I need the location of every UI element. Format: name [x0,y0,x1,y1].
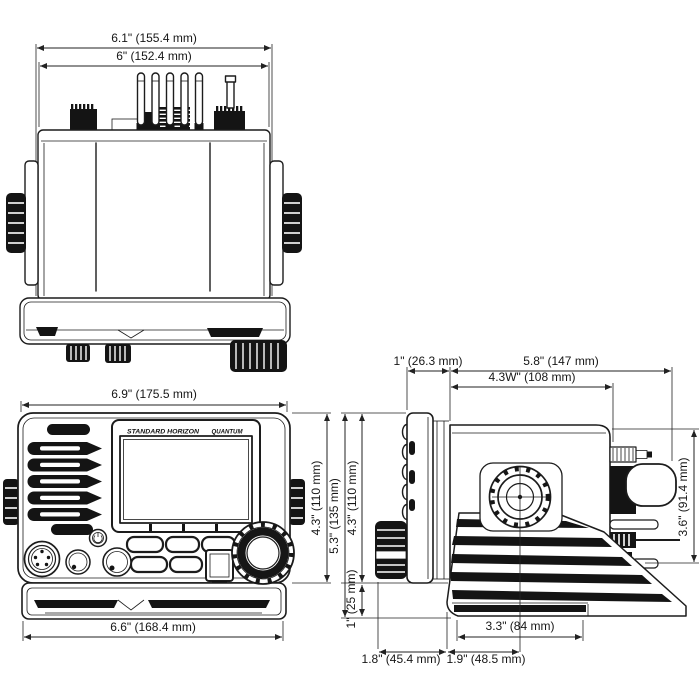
channel-knob [231,521,295,585]
display-assembly: STANDARD HORIZON QUANTUM [111,419,261,533]
volume-knob [65,549,91,575]
dim-front-bracket-width: 6.6" (168.4 mm) [110,620,196,634]
dim-side-body-depth: 5.8" (147 mm) [523,354,599,368]
dim-side-panel-height: 4.3" (110 mm) [345,461,359,536]
rear-connector-block-right [214,75,245,130]
bracket-arm-left [24,160,39,286]
power-button [88,528,108,548]
dim-top-overall-width: 6.1" (155.4 mm) [111,31,197,45]
dim-side-front-depth: 1" (26.3 mm) [394,354,463,368]
dim-side-overall-height: 5.3" (135 mm) [327,478,341,554]
antenna-connector [609,446,637,463]
side-view-right-dimension: 3.6" (91.4 mm) [612,428,699,564]
mount-knob-right-top [282,193,302,253]
front-view-dimensions: 6.9" (175.5 mm) 4.3" (110 mm) [20,387,331,584]
squelch-knob [102,547,132,577]
front-view-bottom-dimension: 6.6" (168.4 mm) [22,620,284,641]
front-view: 6.9" (175.5 mm) 4.3" (110 mm) [3,387,331,641]
dim-side-base-length: 3.3" (84 mm) [486,619,555,633]
mounting-cradle-front [21,582,287,620]
distress-button [205,549,234,586]
dim-side-body-to-pivot: 1.9" (48.5 mm) [447,652,526,666]
side-view-bottom-dimensions: 3.3" (84 mm) 1.8" (45.4 mm) 1.9" (48.5 m… [362,467,584,666]
cable-pigtails [136,72,204,130]
model-logo-text: QUANTUM [212,430,244,436]
dim-front-height: 4.3" (110 mm) [309,461,323,536]
brand-logo-text: STANDARD HORIZON [127,430,200,436]
speaker-grille [27,424,103,535]
mount-knob-right-front [289,479,305,525]
side-view-left-dimensions: 5.3" (135 mm) 4.3" (110 mm) 1" (25 mm) [327,412,451,629]
rear-rod [609,519,659,530]
side-view: 1" (26.3 mm) 5.8" (147 mm) 4.3W" (108 mm… [327,354,699,666]
softkey-row-top [125,535,237,554]
front-panel-side [401,412,434,584]
bracket-arm-right [269,160,284,286]
chassis-outline-top [37,129,271,301]
pivot-knob [479,462,563,532]
mic-connector [23,540,61,578]
accessory-port [111,118,139,131]
dim-side-base-height: 1" (25 mm) [344,570,358,629]
power-icon [93,535,103,544]
mount-knob-side [375,521,407,579]
softkey-row-bottom [129,555,204,574]
dim-top-body-width: 6" (152.4 mm) [116,49,192,63]
side-view-top-dimensions: 1" (26.3 mm) 5.8" (147 mm) 4.3W" (108 mm… [394,354,673,461]
mount-knob-left-top [6,193,26,253]
mount-knob-left-front [3,479,19,525]
dim-side-rear-height: 3.6" (91.4 mm) [676,458,690,537]
antenna-stub [226,80,235,109]
hanger-bracket [625,463,677,507]
front-bezel-top [19,297,291,345]
lcd-screen [119,435,253,524]
dim-side-mount-width: 4.3W" (108 mm) [489,370,576,384]
front-knobs-top [66,340,287,372]
top-view: 6.1" (155.4 mm) 6" (152.4 mm) [6,31,302,372]
dim-side-knob-to-body: 1.8" (45.4 mm) [362,652,441,666]
top-view-dimensions: 6.1" (155.4 mm) 6" (152.4 mm) [35,31,273,296]
rear-connector-block-left [70,104,97,130]
dim-front-overall-width: 6.9" (175.5 mm) [111,387,197,401]
